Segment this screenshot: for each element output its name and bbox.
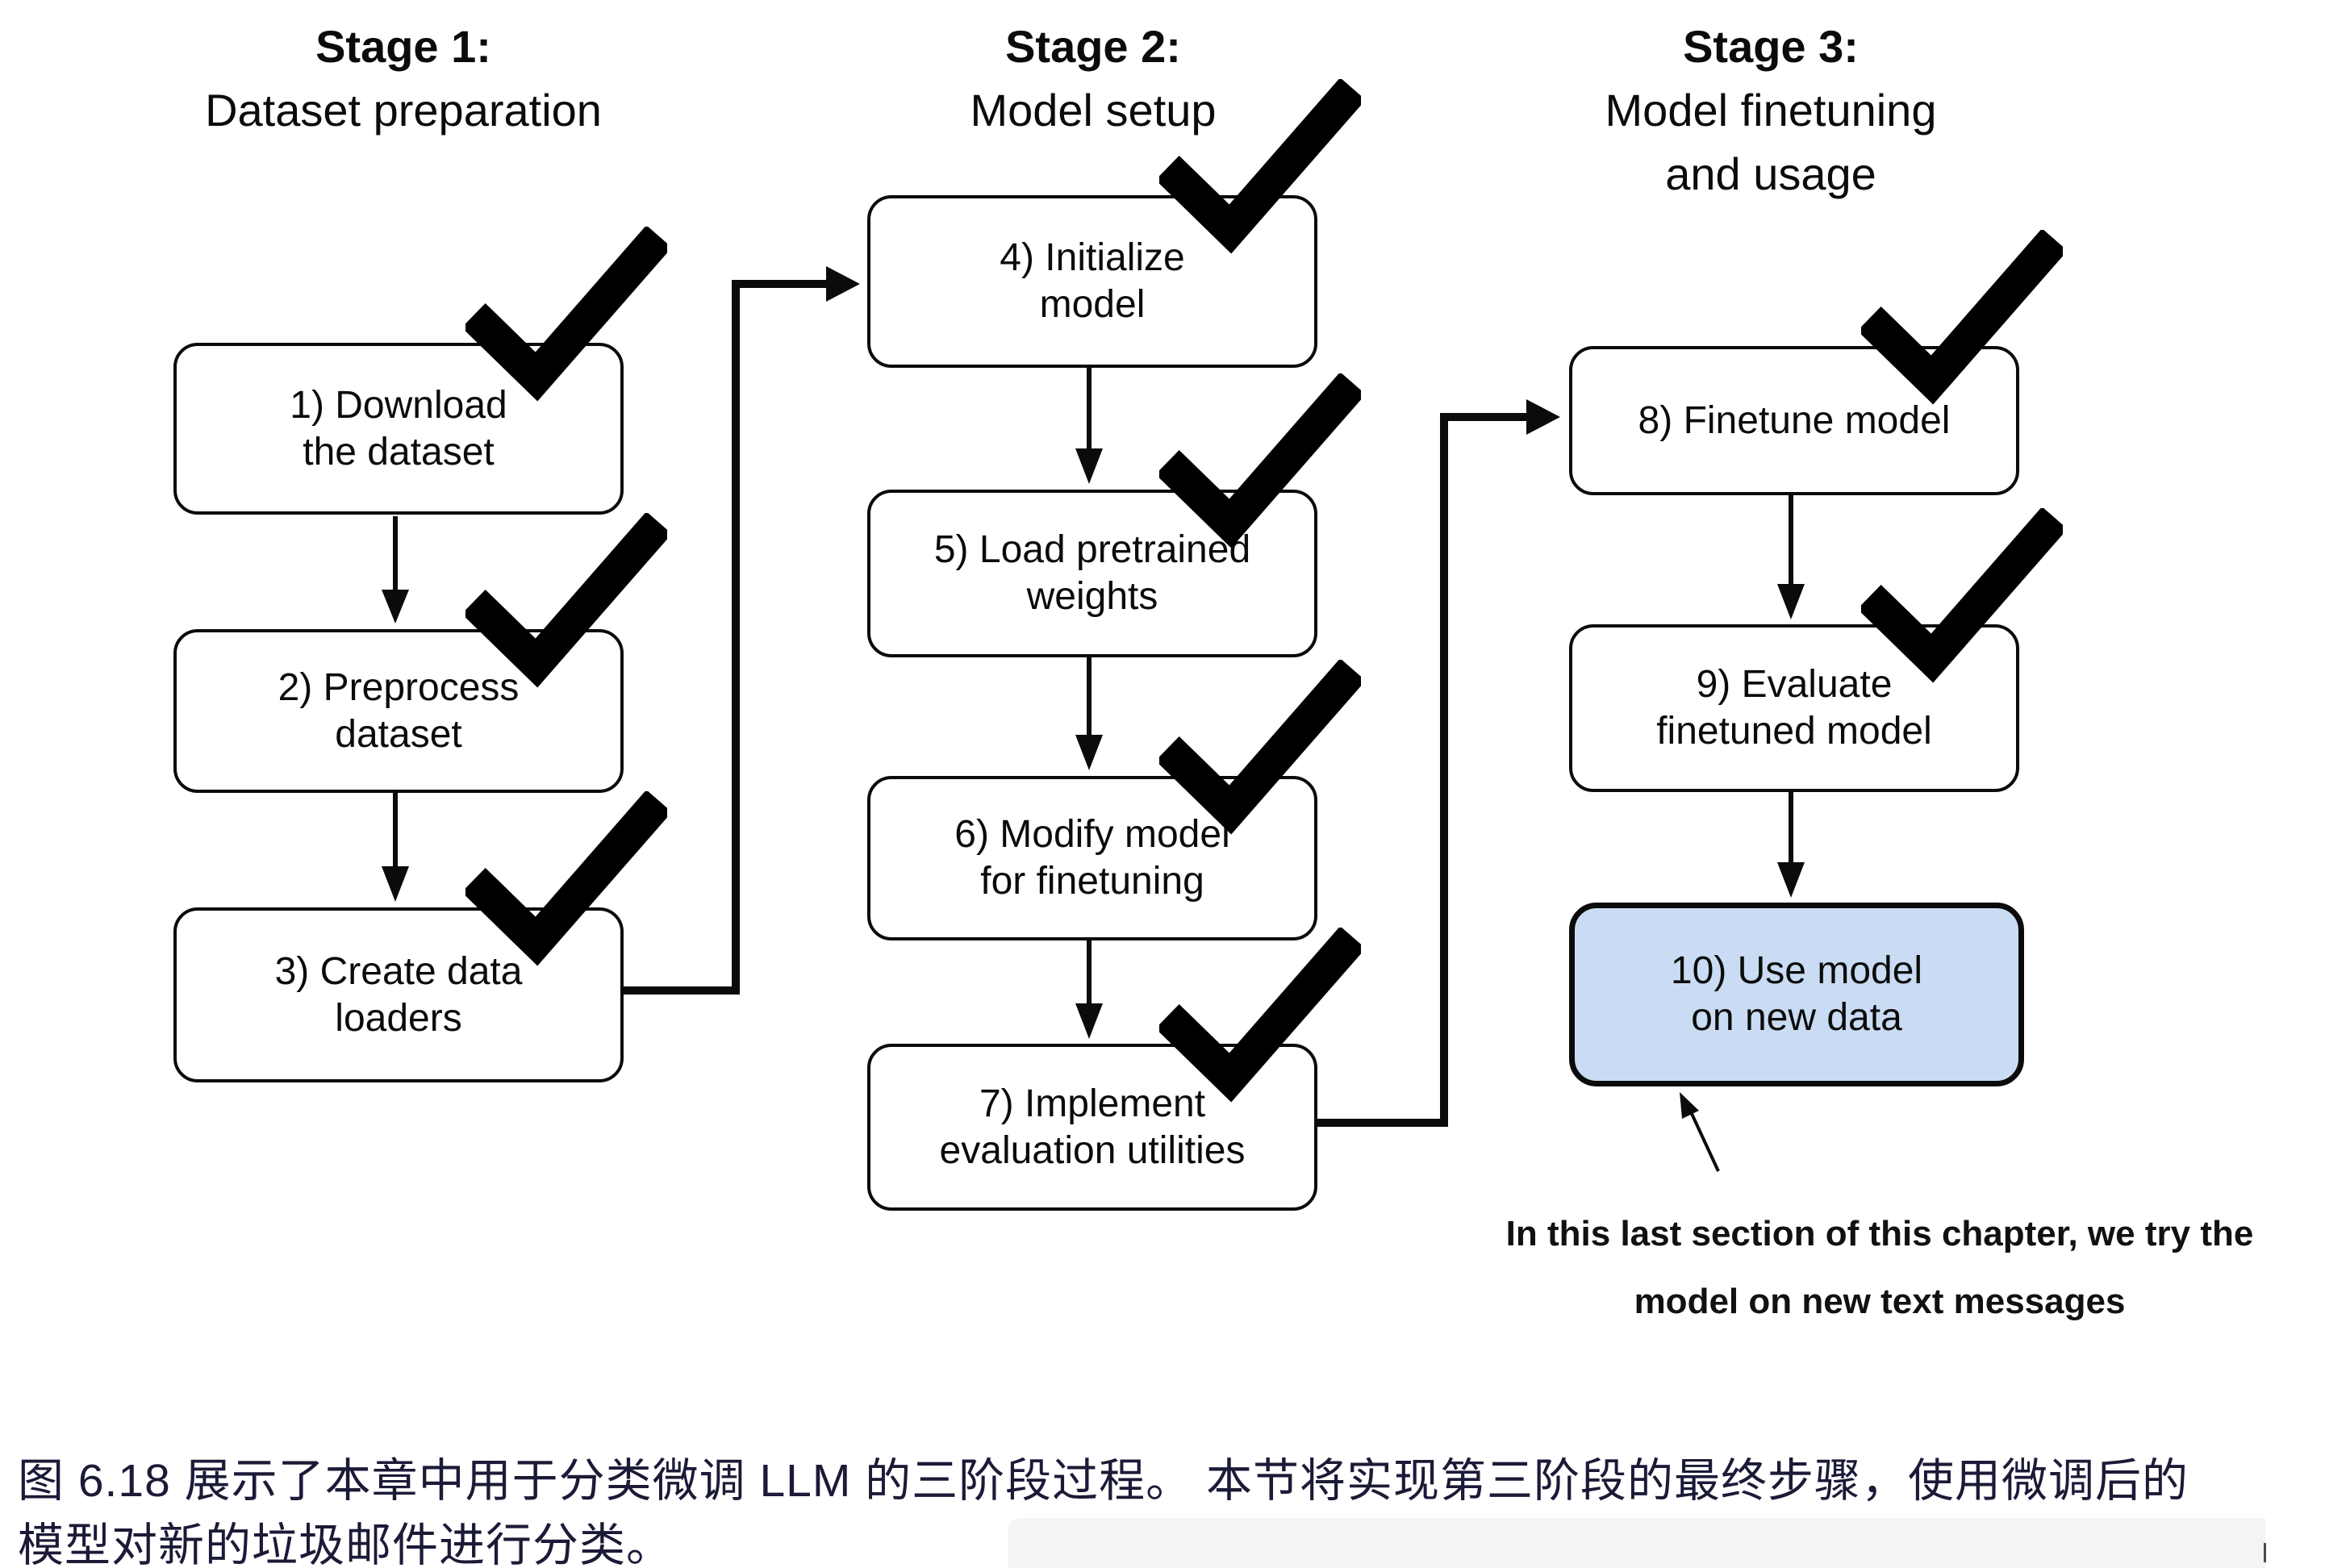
annotation-arrow-icon (1680, 1092, 1720, 1172)
arrowhead-icon (1526, 399, 1560, 435)
caption-line1: 图 6.18 展示了本章中用于分类微调 LLM 的三阶段过程。 本节将实现第三阶… (18, 1455, 2189, 1507)
arrow-down-icon (1075, 368, 1103, 484)
stage3-subtitle2: and usage (1665, 148, 1876, 199)
stage3-header: Stage 3: Model finetuning and usage (1605, 15, 1937, 206)
arrow-down-icon (1777, 494, 1805, 619)
stage3-title: Stage 3: (1683, 21, 1859, 72)
arrow-down-icon (1075, 657, 1103, 770)
step-label: 8) Finetune model (1638, 398, 1951, 442)
annotation-line1: In this last section of this chapter, we… (1505, 1214, 2254, 1253)
stage2-header: Stage 2: Model setup (970, 15, 1216, 142)
text-cursor (2264, 1543, 2266, 1562)
arrow-down-icon (382, 793, 409, 902)
stage2-subtitle: Model setup (970, 85, 1217, 136)
annotation-line2: model on new text messages (1634, 1282, 2126, 1321)
figure-caption: 图 6.18 展示了本章中用于分类微调 LLM 的三阶段过程。 本节将实现第三阶… (18, 1449, 2317, 1568)
arrow-down-icon (1075, 940, 1103, 1039)
stage2-title: Stage 2: (1005, 21, 1181, 72)
step-box-finetune-model: 8) Finetune model (1569, 230, 2063, 495)
stage1-header: Stage 1: Dataset preparation (205, 15, 602, 142)
arrowhead-icon (826, 266, 860, 302)
bottom-strip (1008, 1518, 2265, 1568)
stage1-subtitle: Dataset preparation (205, 85, 602, 136)
annotation-text: In this last section of this chapter, we… (1448, 1200, 2311, 1336)
arrow-down-icon (1777, 790, 1805, 898)
connector-stage1-to-stage2 (620, 266, 860, 995)
stage3-subtitle: Model finetuning (1605, 85, 1937, 136)
stage1-title: Stage 1: (315, 21, 491, 72)
arrow-down-icon (382, 516, 409, 623)
caption-line2: 模型对新的垃圾邮件进行分类。 (18, 1520, 673, 1568)
connector-stage2-to-stage3 (1313, 399, 1560, 1127)
